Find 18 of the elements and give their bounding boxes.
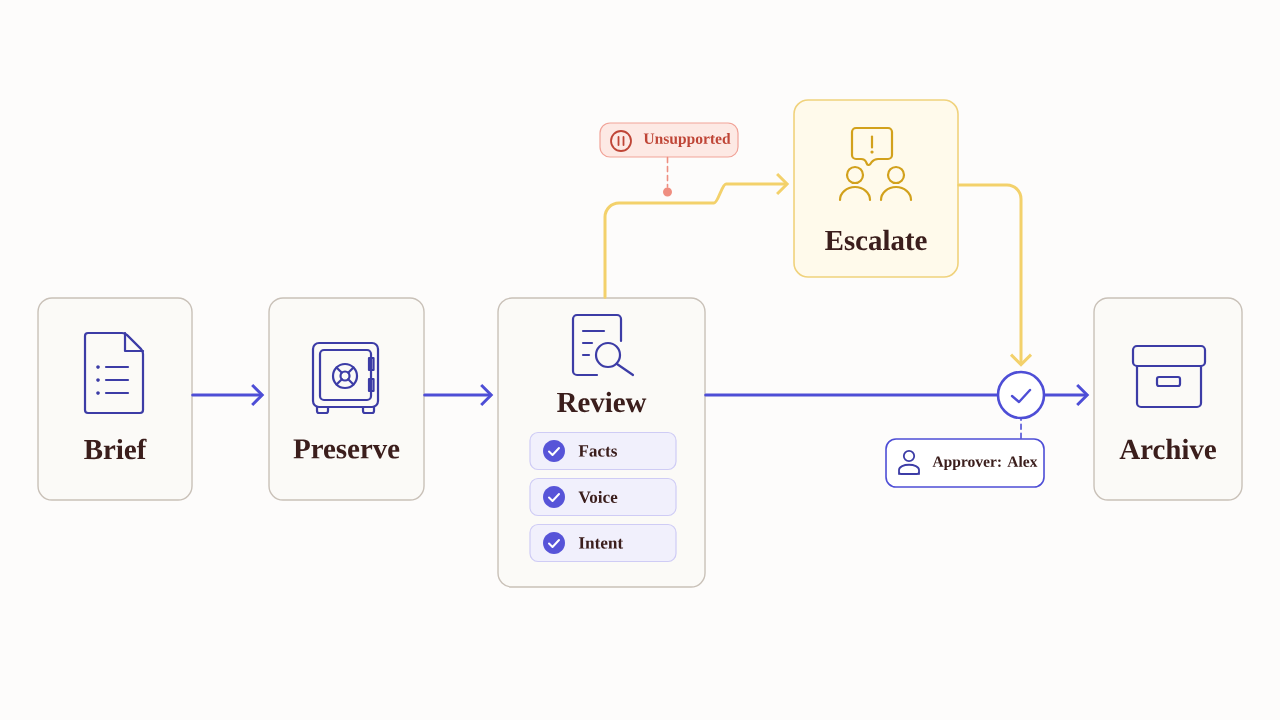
status-tag: Unsupported [599, 122, 739, 158]
checklist-item: Intent [529, 523, 677, 563]
arrow [957, 183, 1033, 367]
arrow [191, 383, 265, 407]
arrow [603, 172, 790, 299]
leader-line [666, 156, 669, 188]
process-box: Escalate [793, 99, 959, 278]
approval-circle [996, 370, 1046, 420]
process-box: Preserve [268, 297, 425, 501]
approver-tag: Approver: Alex [885, 438, 1045, 488]
process-box: Brief [37, 297, 193, 501]
process-box: Archive [1093, 297, 1243, 501]
connector-line [1020, 418, 1022, 439]
connector-line [704, 393, 999, 397]
checklist-item: Voice [529, 477, 677, 517]
arrow [423, 383, 494, 407]
arrow [1043, 383, 1090, 407]
checklist-item: Facts [529, 431, 677, 471]
